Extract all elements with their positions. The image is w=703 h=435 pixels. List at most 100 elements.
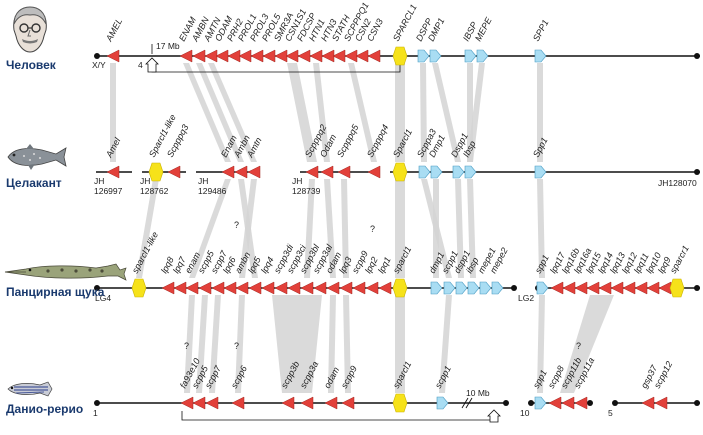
gene-coelacanth-scpppq4 [367,165,381,179]
gene-coelacanth-amtn [247,165,261,179]
gene-gar-lg2-lpq17 [550,281,564,295]
link-amtn-cg [239,179,257,278]
label-zebrafish-spp1: spp1 [531,368,549,390]
gene-gar-scpp3bl [300,281,314,295]
gene-gar-lg2-lpq15 [586,281,600,295]
gene-gar-lg2-lpq16a [574,281,588,295]
gene-coelacanth-sparcl1 [392,162,408,182]
gar-question-mark-2: ? [370,224,375,234]
human-face-icon [8,6,52,54]
coelacanth-scaffold-label-1: JH [94,176,104,186]
zebrafish-chr1-end [503,400,509,406]
gene-zebrafish-scpp8 [548,396,562,410]
gene-coelacanth-scpppq5 [337,165,351,179]
gene-human-sparcl1 [392,46,408,66]
link-fa93e10-gz [184,295,195,393]
gene-zebrafish-scpp11b [561,396,575,410]
coelacanth-scaffold-id-1: 126997 [94,186,123,196]
gene-human-odam [215,49,229,63]
gene-gar-sparcl1-like [131,278,147,298]
gene-coelacanth-scppa3 [418,165,431,179]
gene-coelacanth-dspp1 [452,165,465,179]
gar-chrom-label-lg4: LG4 [95,293,111,303]
gene-gar-lg2-lpq16b [562,281,576,295]
gene-gar-lg2-lpq9 [658,281,672,295]
gene-gar-lg2-lpq12 [622,281,636,295]
gene-gar-odam [326,281,340,295]
gene-gar-lg2-spp1 [536,281,549,295]
gene-human-enam [179,49,193,63]
gene-zebrafish-scpp3a [300,396,314,410]
link-amel [110,63,116,162]
coelacanth-scaffold-label-2: JH [140,176,150,186]
link-scpppq5-cg [341,179,349,278]
gene-coelacanth-odam [320,165,334,179]
gar-lg2-end [694,285,700,291]
zebrafish-chr1-start [94,400,100,406]
gene-gar-mepe1 [479,281,492,295]
zebrafish-chr5-start [612,400,618,406]
label-human-amel: AMEL [103,17,124,44]
gene-gar-dmp1 [430,281,443,295]
zebrafish-chr5-end [694,400,700,406]
label-gar-lpq1: lpq1 [376,255,393,275]
gene-gar-scpp5 [198,281,212,295]
gene-gar-lg2-lpq11 [634,281,648,295]
coelacanth-scaffold-id-2: 128762 [140,186,169,196]
gene-human-mepe [476,49,489,63]
link-spp1-cg [537,179,545,278]
gene-coelacanth-spp1 [534,165,547,179]
label-zebrafish-scpp6: scpp6 [229,364,249,390]
coelacanth-scaffold-label-5: JH128070 [658,178,697,188]
gene-zebrafish-fa93e10 [180,396,194,410]
link-sparcl1-gz [395,295,405,393]
gene-human-amtn [204,49,218,63]
gene-gar-lpq8 [161,281,175,295]
link-scpp5-gz [196,295,208,393]
gene-human-prol1 [238,49,252,63]
gene-zebrafish-scpp11a [574,396,588,410]
gene-gar-enam [185,281,199,295]
species-label-zebrafish: Данио-рерио [6,402,84,416]
ortholog-links [110,63,614,393]
human-distance-label: 17 Mb [156,41,180,51]
gene-coelacanth-ambn [234,165,248,179]
zebrafish-chr10-end [587,400,593,406]
gene-zebrafish-scpp1 [436,396,449,410]
gene-coelacanth-scpppq3 [167,165,181,179]
gene-gar-lpq2 [365,281,379,295]
gene-gar-dspp1 [455,281,468,295]
gene-zebrafish-scpp12 [654,396,668,410]
coelacanth-icon [6,144,68,170]
zebrafish-question-mark-2: ? [234,341,239,351]
gene-coelacanth-ibsp [464,165,477,179]
gene-coelacanth-amel [106,165,120,179]
coelacanth-scaffold-id-4: 128739 [292,186,321,196]
gene-gar-scpp3ci [287,281,301,295]
gene-gar-lg2-lpq14 [598,281,612,295]
link-scpp1-gz [439,295,452,393]
label-coelacanth-scpppq5: Scpppq5 [335,122,361,159]
gene-gar-lpq7 [173,281,187,295]
link-dspp-hc [420,63,427,162]
species-label-gar: Панцирная щука [6,285,105,299]
gene-coelacanth-dmp1 [430,165,443,179]
gene-gar-lg2-lpq10 [646,281,660,295]
human-line-end [694,53,700,59]
label-coelacanth-spp1: Spp1 [531,136,550,159]
gene-human-ibsp [464,49,477,63]
gene-gar-scpp7 [211,281,225,295]
label-zebrafish-scpp9: scpp9 [339,364,359,390]
link-mepe-hc [467,63,485,162]
gene-gar-lpq5 [248,281,262,295]
link-scpp7-gz [209,295,221,393]
link-odam [313,63,330,162]
gene-human-dmp1 [429,49,442,63]
gene-human-csn1s1 [285,49,299,63]
zebrafish-break-mark [461,397,473,409]
link-sparcl1-hc [395,63,405,162]
gene-gar-lpq1 [378,281,392,295]
gene-zebrafish-scpp9 [341,396,355,410]
gene-human-prh2 [227,49,241,63]
gene-gar-lg2-sparcr1 [669,278,685,298]
